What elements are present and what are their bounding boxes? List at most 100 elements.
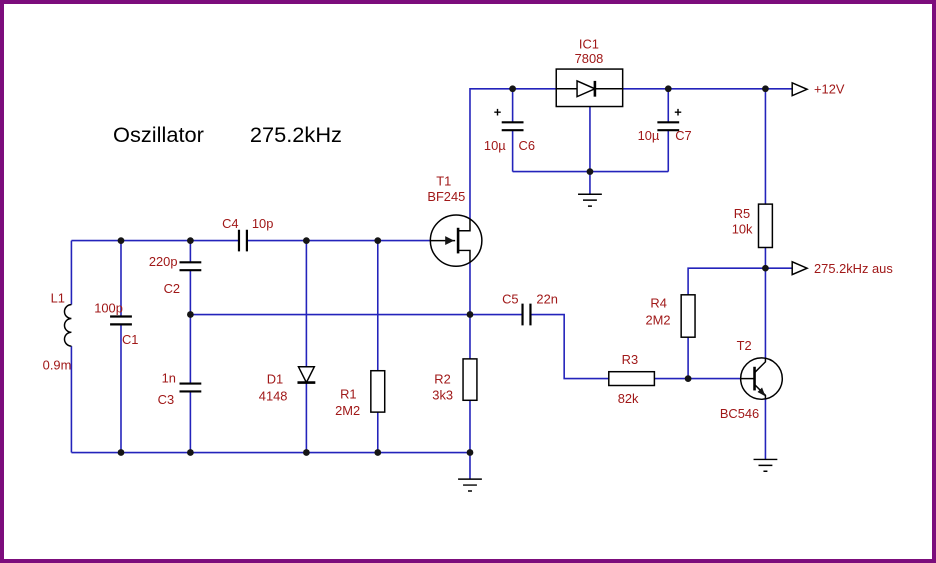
c5-ref-label: C5 bbox=[502, 292, 518, 307]
schematic-title-frequency: 275.2kHz bbox=[250, 122, 342, 147]
t1-value-label: BF245 bbox=[427, 189, 465, 204]
junction-dot bbox=[117, 449, 125, 456]
transistor-t1 bbox=[429, 214, 483, 267]
gate-arrow bbox=[445, 236, 455, 246]
collector-lead bbox=[754, 357, 767, 374]
ground-bars bbox=[753, 458, 778, 473]
junction-dot bbox=[374, 237, 382, 244]
c6-ref-label: C6 bbox=[519, 138, 535, 153]
r1-ref-label: R1 bbox=[340, 386, 356, 401]
c6-polarity-mark: + bbox=[494, 104, 502, 119]
output-port-label: 275.2kHz aus bbox=[814, 261, 893, 276]
capacitor-c2 bbox=[179, 261, 202, 272]
capacitor-c4 bbox=[237, 229, 248, 252]
junction-dot bbox=[117, 237, 125, 244]
resistor-r1 bbox=[370, 369, 386, 413]
c4-value-label: 10p bbox=[252, 216, 273, 231]
junction-dot bbox=[664, 85, 672, 93]
capacitor-plates bbox=[179, 382, 202, 393]
ic-diode-triangle bbox=[576, 79, 597, 98]
capacitor-c5 bbox=[521, 303, 532, 326]
c1-value-label: 100p bbox=[94, 301, 123, 316]
ground-symbol-regulator bbox=[578, 193, 602, 207]
capacitor-plates bbox=[657, 121, 680, 132]
resistor-r2 bbox=[462, 358, 478, 402]
capacitor-c6 bbox=[501, 121, 524, 132]
r3-ref-label: R3 bbox=[622, 352, 638, 367]
junction-dot bbox=[187, 311, 194, 318]
capacitor-plates bbox=[179, 261, 202, 272]
inductor-l1 bbox=[63, 303, 72, 347]
c7-polarity-mark: + bbox=[674, 104, 682, 119]
c2-ref-label: C2 bbox=[164, 281, 180, 296]
capacitor-plates bbox=[501, 121, 524, 132]
junction-dot bbox=[303, 449, 310, 456]
output-arrow bbox=[791, 260, 809, 276]
r3-value-label: 82k bbox=[618, 391, 639, 406]
supply-port-label: +12V bbox=[814, 82, 845, 97]
c5-value-label: 22n bbox=[536, 292, 557, 307]
junction-dot bbox=[187, 449, 194, 456]
junction-dot bbox=[374, 449, 382, 456]
junction-dot bbox=[303, 237, 310, 244]
r2-value-label: 3k3 bbox=[432, 387, 453, 402]
ground-bars bbox=[458, 478, 482, 492]
ground-symbol-source bbox=[458, 478, 482, 492]
wire-oscillator-section bbox=[70, 239, 471, 480]
coil-symbol bbox=[63, 303, 72, 347]
ground-bars bbox=[578, 193, 602, 207]
resistor-r4 bbox=[680, 294, 696, 338]
schematic-canvas: Oszillator 275.2kHz IC1 7808 + 10µ C6 + … bbox=[43, 36, 893, 492]
c6-value-label: 10µ bbox=[484, 138, 506, 153]
junction-dot bbox=[586, 168, 594, 175]
capacitor-plates bbox=[521, 303, 532, 326]
supply-arrow bbox=[791, 81, 809, 97]
junction-dot bbox=[187, 237, 194, 244]
emitter-arrow bbox=[757, 387, 766, 397]
t2-ref-label: T2 bbox=[737, 338, 752, 353]
capacitor-c1 bbox=[110, 315, 132, 326]
r5-value-label: 10k bbox=[732, 222, 753, 237]
capacitor-plates bbox=[237, 229, 248, 252]
t1-ref-label: T1 bbox=[436, 173, 451, 188]
c3-value-label: 1n bbox=[162, 371, 176, 386]
resistor-r3 bbox=[608, 370, 656, 387]
c7-value-label: 10µ bbox=[638, 128, 660, 143]
r5-ref-label: R5 bbox=[734, 206, 750, 221]
c4-ref-label: C4 bbox=[222, 216, 238, 231]
junction-dot bbox=[466, 449, 474, 456]
d1-ref-label: D1 bbox=[267, 372, 283, 387]
regulator-ic1 bbox=[555, 68, 624, 108]
ic1-value-label: 7808 bbox=[575, 51, 604, 66]
c7-ref-label: C7 bbox=[675, 128, 691, 143]
capacitor-c3 bbox=[179, 382, 202, 393]
junction-dot bbox=[466, 311, 474, 318]
l1-ref-label: L1 bbox=[51, 291, 65, 306]
c2-value-label: 220p bbox=[149, 254, 178, 269]
diode-d1 bbox=[297, 366, 316, 385]
drain-lead bbox=[458, 218, 471, 232]
r4-value-label: 2M2 bbox=[645, 312, 670, 327]
capacitor-plates bbox=[110, 315, 132, 326]
c3-ref-label: C3 bbox=[158, 392, 174, 407]
junction-dot bbox=[509, 85, 516, 93]
d1-value-label: 4148 bbox=[259, 388, 288, 403]
ground-symbol-emitter bbox=[753, 458, 778, 473]
source-lead bbox=[458, 249, 471, 263]
emitter-lead bbox=[754, 383, 767, 400]
junction-dots bbox=[117, 85, 769, 456]
capacitor-c7 bbox=[657, 121, 680, 132]
ic1-ref-label: IC1 bbox=[579, 36, 599, 51]
ic-body bbox=[555, 68, 624, 108]
resistor-r5 bbox=[757, 203, 774, 249]
r1-value-label: 2M2 bbox=[335, 403, 360, 418]
junction-dot bbox=[684, 375, 692, 382]
r2-ref-label: R2 bbox=[434, 372, 450, 387]
schematic-title: Oszillator bbox=[113, 122, 204, 147]
diode-triangle bbox=[297, 366, 316, 385]
t2-value-label: BC546 bbox=[720, 406, 759, 421]
junction-dot bbox=[762, 85, 769, 93]
junction-dot bbox=[762, 264, 769, 272]
r4-ref-label: R4 bbox=[650, 296, 666, 311]
